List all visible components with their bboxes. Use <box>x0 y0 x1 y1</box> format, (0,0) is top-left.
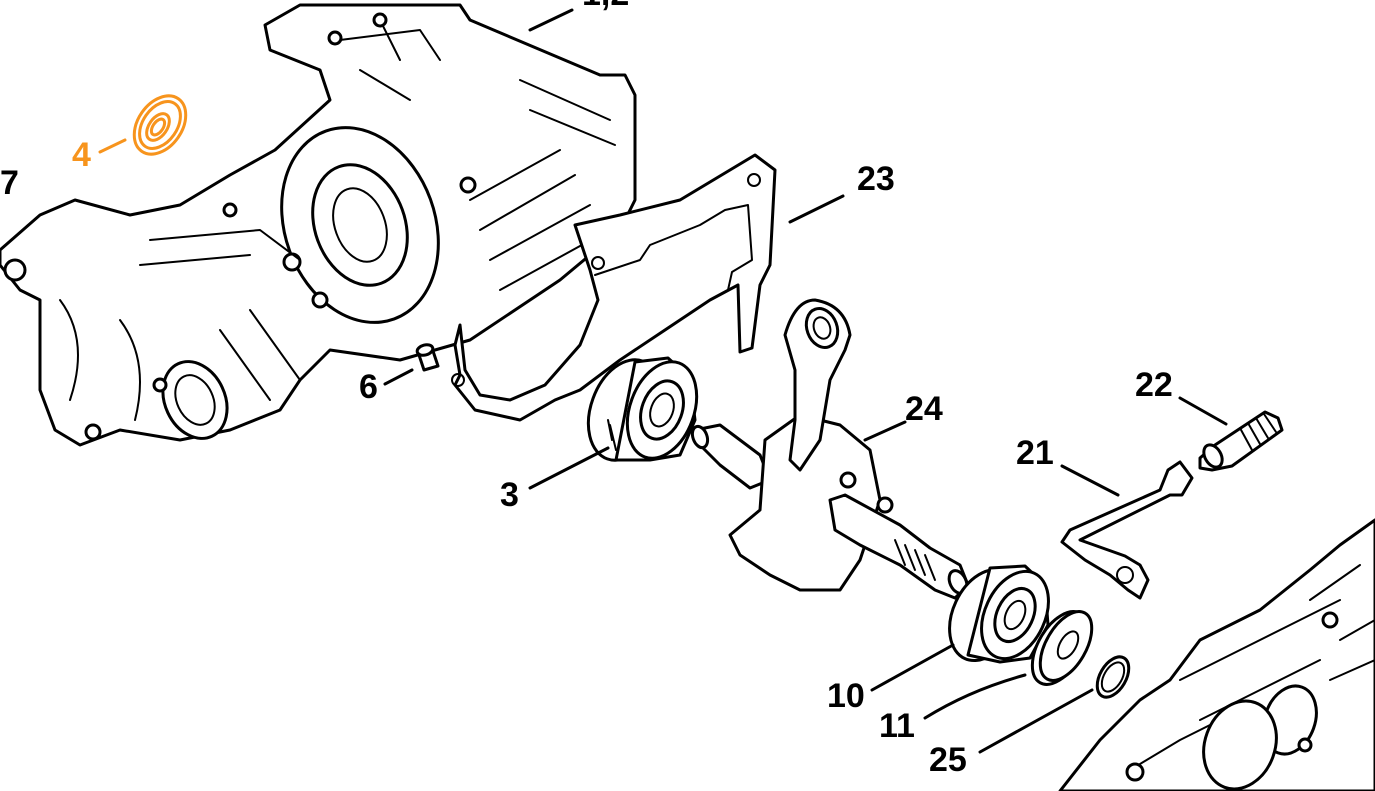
ball-bearing-part-10[interactable] <box>936 558 1062 672</box>
oil-seal-part-4[interactable] <box>124 86 197 164</box>
leader-line-11 <box>923 673 1027 720</box>
sleeve-part-6[interactable] <box>415 343 440 372</box>
ball-bearing-part-3[interactable] <box>575 350 709 471</box>
tube-part-21[interactable] <box>1060 460 1194 600</box>
leader-line-10 <box>870 643 955 692</box>
label-part-6: 6 <box>359 368 378 406</box>
leader-line-4 <box>98 138 127 154</box>
washer-part-11[interactable] <box>1021 602 1102 693</box>
label-part-21: 21 <box>1016 434 1054 472</box>
leader-line-21 <box>1060 464 1120 497</box>
leader-line-25 <box>978 688 1094 754</box>
label-part-1-2: 1,2 <box>582 0 629 13</box>
label-part-10: 10 <box>827 677 865 715</box>
crankshaft-part-24[interactable] <box>690 298 971 600</box>
crankcase-left-half[interactable] <box>0 3 637 449</box>
threaded-pin-part-22[interactable] <box>1198 410 1284 472</box>
label-part-24: 24 <box>905 390 943 428</box>
leader-line-1-2 <box>528 8 574 32</box>
circlip-part-25[interactable] <box>1091 651 1136 702</box>
leader-line-23 <box>788 194 845 224</box>
leader-line-22 <box>1178 396 1228 426</box>
crankcase-right-half[interactable] <box>1058 518 1375 791</box>
leader-line-6 <box>383 368 414 386</box>
label-part-4: 4 <box>72 136 91 174</box>
label-part-23: 23 <box>857 160 895 198</box>
label-part-11: 11 <box>879 707 915 745</box>
label-part-25: 25 <box>929 741 967 779</box>
label-part-7: 7 <box>0 164 19 202</box>
gasket-part-23[interactable] <box>451 153 777 422</box>
leader-line-24 <box>863 420 907 442</box>
leader-line-3 <box>528 446 610 490</box>
label-part-22: 22 <box>1135 366 1173 404</box>
label-part-3: 3 <box>500 476 519 514</box>
